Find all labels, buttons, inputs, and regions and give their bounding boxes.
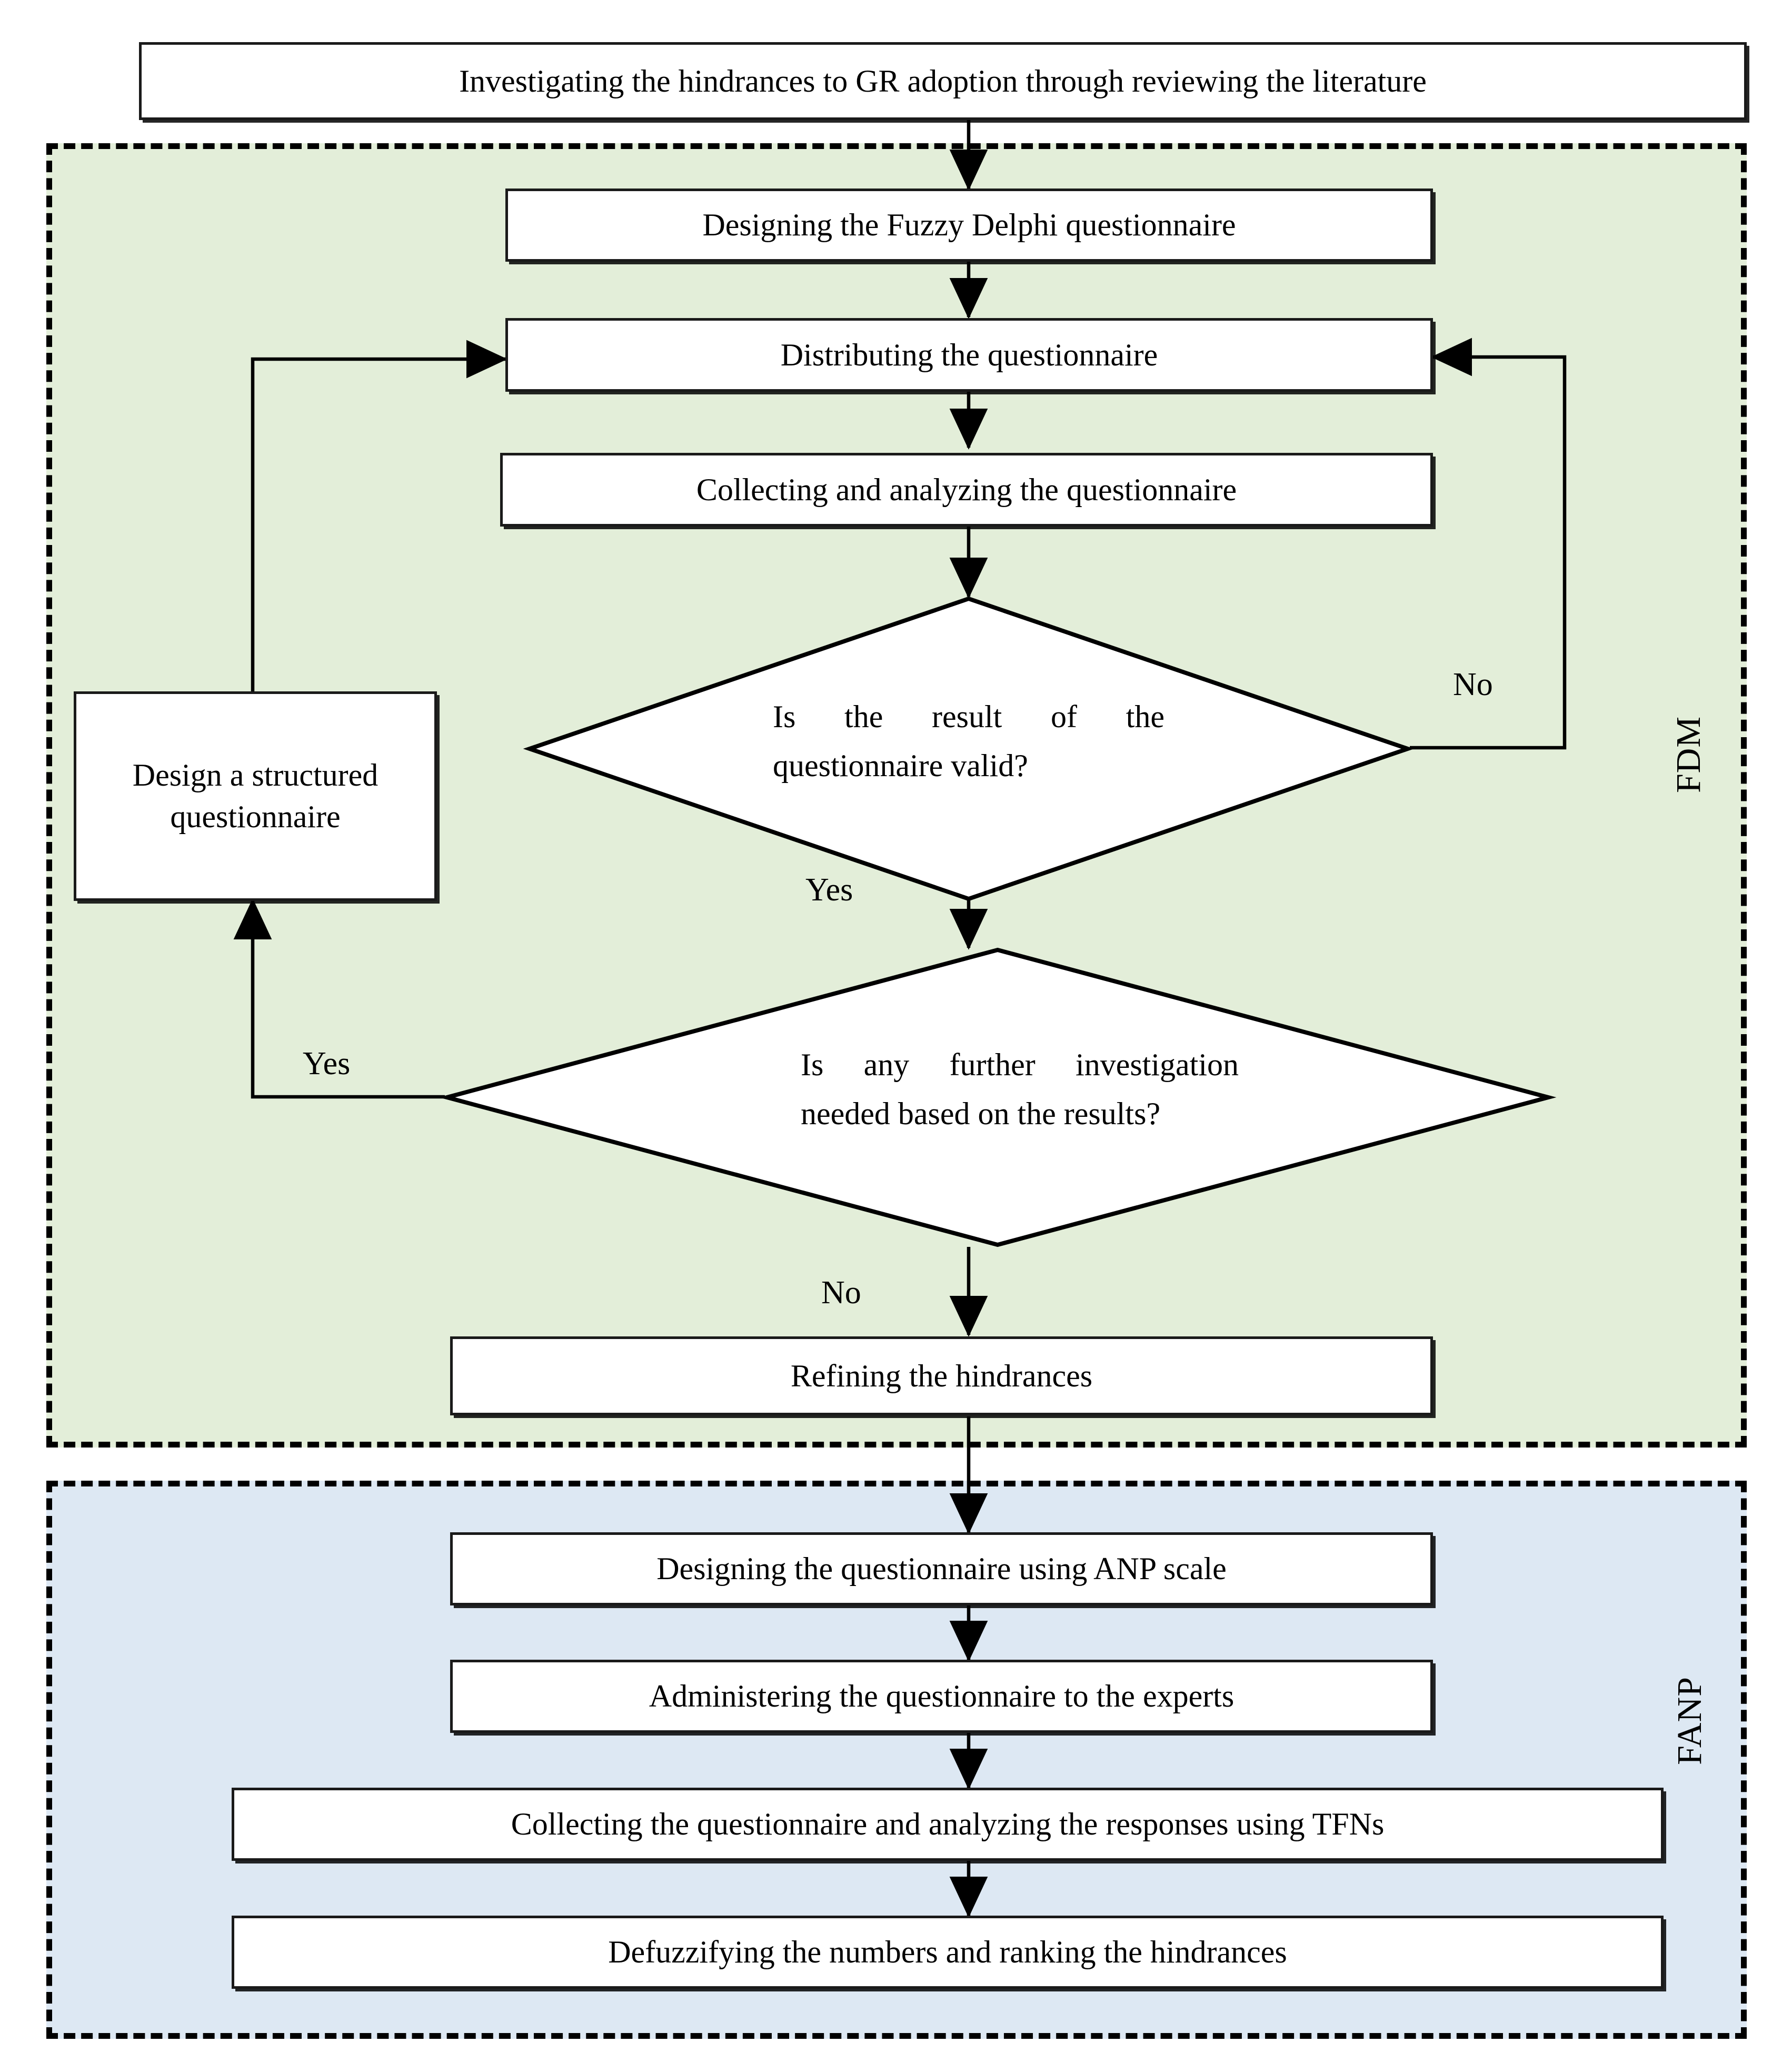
node-collecting-questionnaire-tfns[interactable]: Collecting the questionnaire and analyzi… — [232, 1788, 1664, 1861]
decision-further-label: Is any further investigation needed base… — [801, 1047, 1239, 1131]
node-designing-questionnaire-anp-scale[interactable]: Designing the questionnaire using ANP sc… — [450, 1532, 1433, 1605]
region-label-fanp: FANP — [1670, 1677, 1709, 1765]
node-distributing-questionnaire[interactable]: Distributing the questionnaire — [505, 318, 1433, 392]
node-refining-hindrances[interactable]: Refining the hindrances — [450, 1336, 1433, 1415]
node-design-structured-questionnaire[interactable]: Design a structured questionnaire — [74, 691, 437, 901]
node-design-fuzzy-delphi-questionnaire[interactable]: Designing the Fuzzy Delphi questionnaire — [505, 189, 1433, 262]
edge-label-valid-no: No — [1453, 667, 1493, 702]
node-collecting-analyzing-questionnaire[interactable]: Collecting and analyzing the questionnai… — [500, 453, 1433, 527]
node-title-box[interactable]: Investigating the hindrances to GR adopt… — [139, 42, 1747, 120]
node-decision-further-investigation[interactable]: Is any further investigation needed base… — [439, 947, 1557, 1247]
diamond-shape-valid — [523, 596, 1415, 901]
edge-label-further-yes: Yes — [303, 1046, 351, 1082]
edge-label-valid-yes: Yes — [805, 872, 853, 908]
decision-valid-label: Is the result of the questionnaire valid… — [773, 699, 1164, 783]
diamond-shape-further — [439, 947, 1557, 1247]
node-defuzzifying-ranking-hindrances[interactable]: Defuzzifying the numbers and ranking the… — [232, 1916, 1664, 1989]
node-administering-questionnaire-experts[interactable]: Administering the questionnaire to the e… — [450, 1660, 1433, 1733]
node-decision-questionnaire-valid[interactable]: Is the result of the questionnaire valid… — [523, 596, 1415, 901]
region-label-fdm: FDM — [1669, 716, 1708, 794]
edge-label-further-no: No — [821, 1275, 861, 1311]
